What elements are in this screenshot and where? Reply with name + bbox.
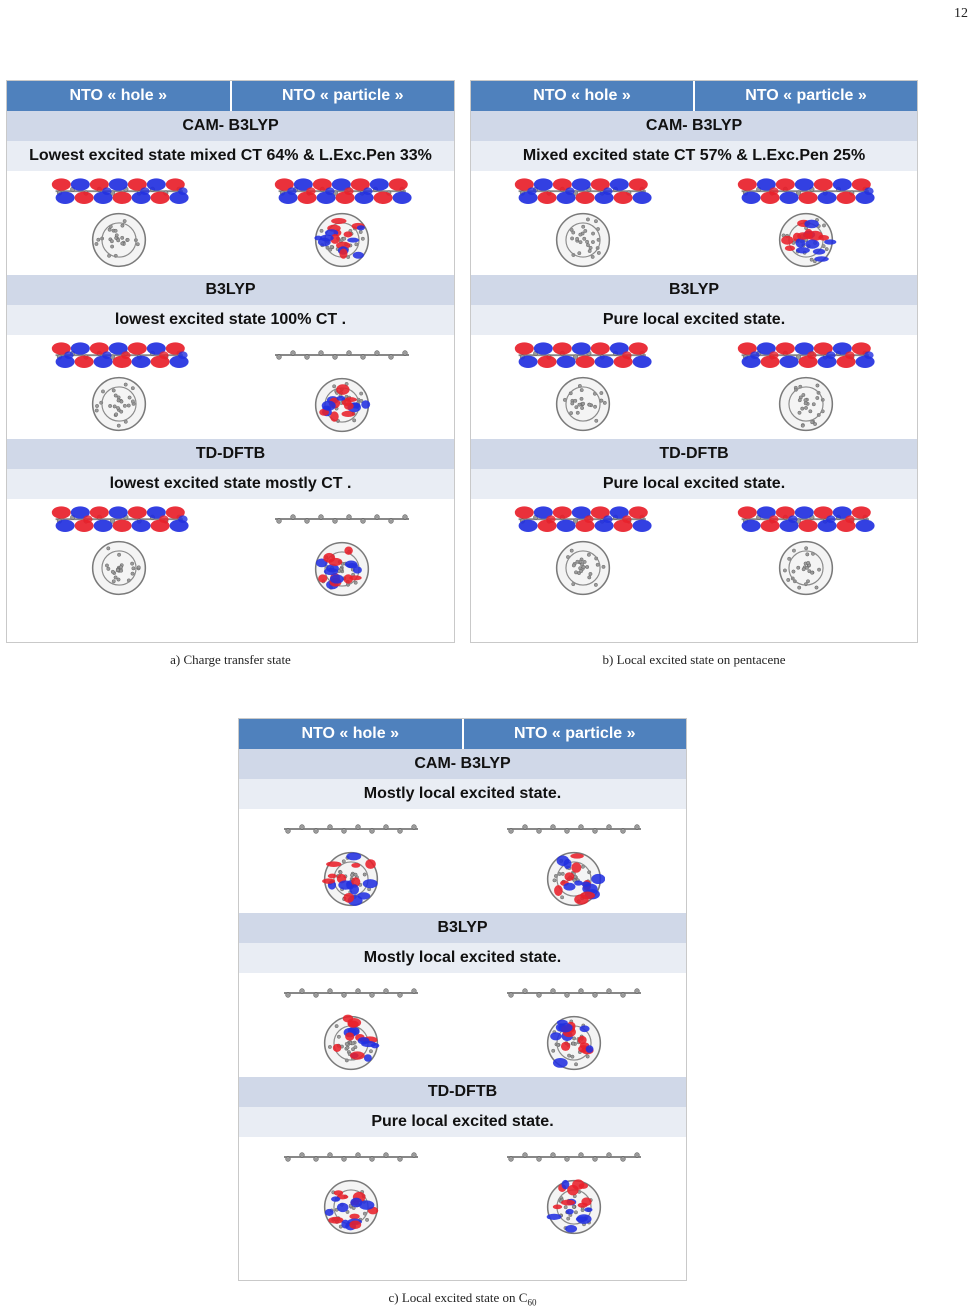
c60-molecule [91, 377, 146, 432]
panel-header: NTO « hole » NTO « particle » [471, 81, 917, 111]
pentacene-molecule [275, 350, 410, 360]
pentacene-molecule [515, 178, 652, 204]
pentacene-molecule [738, 342, 875, 368]
nto-hole-image [7, 499, 231, 603]
c60-molecule [778, 377, 833, 432]
method-label: B3LYP [471, 275, 917, 305]
method-label: CAM- B3LYP [471, 111, 917, 141]
nto-particle-image [231, 335, 455, 439]
c60-molecule [547, 851, 606, 907]
state-description: lowest excited state mostly CT . [7, 469, 454, 499]
nto-images-row [7, 171, 454, 275]
pentacene-molecule [738, 178, 875, 204]
nto-images-row [239, 809, 686, 913]
nto-hole-image [239, 1137, 463, 1241]
nto-particle-image [694, 499, 917, 603]
state-description: Lowest excited state mixed CT 64% & L.Ex… [7, 141, 454, 171]
method-label: CAM- B3LYP [239, 749, 686, 779]
nto-hole-image [239, 973, 463, 1077]
caption-panel-b: b) Local excited state on pentacene [602, 652, 786, 667]
nto-images-row [471, 335, 917, 439]
nto-images-row [471, 171, 917, 275]
c60-molecule [555, 377, 610, 432]
c60-molecule [91, 213, 146, 268]
nto-images-row [239, 1137, 686, 1241]
pentacene-molecule [283, 1152, 418, 1162]
panel-header: NTO « hole » NTO « particle » [7, 81, 454, 111]
state-description: Pure local excited state. [471, 469, 917, 499]
state-description: Pure local excited state. [239, 1107, 686, 1137]
hole-column-header: NTO « hole » [69, 87, 167, 104]
nto-particle-image [231, 499, 455, 603]
pentacene-molecule [507, 1152, 642, 1162]
c60-molecule [778, 213, 836, 268]
caption-panel-c: c) Local excited state on C60 [388, 1290, 537, 1308]
page-number: 12 [954, 6, 968, 21]
pentacene-molecule [283, 824, 418, 834]
caption-panel-a: a) Charge transfer state [170, 652, 291, 667]
pentacene-molecule [738, 506, 875, 532]
pentacene-molecule [51, 178, 189, 204]
particle-column-header: NTO « particle » [693, 81, 917, 111]
pentacene-molecule [515, 506, 652, 532]
pentacene-molecule [274, 178, 412, 204]
pentacene-molecule [515, 342, 652, 368]
panel-local-pentacene: NTO « hole » NTO « particle » CAM- B3LYP… [470, 80, 918, 643]
state-description: lowest excited state 100% CT . [7, 305, 454, 335]
nto-hole-image [471, 171, 694, 275]
c60-molecule [323, 1014, 380, 1071]
c60-molecule [314, 213, 370, 268]
nto-images-row [471, 499, 917, 603]
method-label: TD-DFTB [239, 1077, 686, 1107]
c60-molecule [315, 377, 371, 433]
c60-molecule [323, 1179, 378, 1235]
state-description: Mostly local excited state. [239, 779, 686, 809]
pentacene-molecule [283, 988, 418, 998]
c60-molecule [555, 213, 610, 268]
method-label: TD-DFTB [7, 439, 454, 469]
particle-column-header: NTO « particle » [461, 719, 687, 749]
nto-particle-image [463, 1137, 687, 1241]
c60-molecule [547, 1015, 602, 1071]
pentacene-molecule [507, 988, 642, 998]
nto-particle-image [463, 973, 687, 1077]
pentacene-molecule [51, 342, 189, 368]
nto-images-row [239, 973, 686, 1077]
method-label: TD-DFTB [471, 439, 917, 469]
nto-hole-image [7, 335, 231, 439]
c60-molecule [546, 1179, 602, 1235]
c60-molecule [555, 541, 610, 596]
pentacene-molecule [507, 824, 642, 834]
nto-hole-image [239, 809, 463, 913]
nto-images-row [7, 499, 454, 603]
nto-images-row [7, 335, 454, 439]
particle-column-header: NTO « particle » [229, 81, 455, 111]
nto-particle-image [694, 335, 917, 439]
pentacene-molecule [275, 514, 410, 524]
c60-molecule [315, 541, 370, 597]
state-description: Mostly local excited state. [239, 943, 686, 973]
c60-molecule [778, 541, 833, 596]
nto-particle-image [231, 171, 455, 275]
c60-molecule [321, 851, 378, 907]
hole-column-header: NTO « hole » [301, 725, 399, 742]
nto-particle-image [463, 809, 687, 913]
pentacene-molecule [51, 506, 189, 532]
panel-local-c60: NTO « hole » NTO « particle » CAM- B3LYP… [238, 718, 687, 1281]
nto-particle-image [694, 171, 917, 275]
state-description: Mixed excited state CT 57% & L.Exc.Pen 2… [471, 141, 917, 171]
panel-charge-transfer: NTO « hole » NTO « particle » CAM- B3LYP… [6, 80, 455, 643]
method-label: B3LYP [239, 913, 686, 943]
method-label: CAM- B3LYP [7, 111, 454, 141]
state-description: Pure local excited state. [471, 305, 917, 335]
nto-hole-image [7, 171, 231, 275]
c60-molecule [91, 541, 146, 596]
method-label: B3LYP [7, 275, 454, 305]
panel-header: NTO « hole » NTO « particle » [239, 719, 686, 749]
hole-column-header: NTO « hole » [533, 87, 631, 104]
nto-hole-image [471, 499, 694, 603]
nto-hole-image [471, 335, 694, 439]
